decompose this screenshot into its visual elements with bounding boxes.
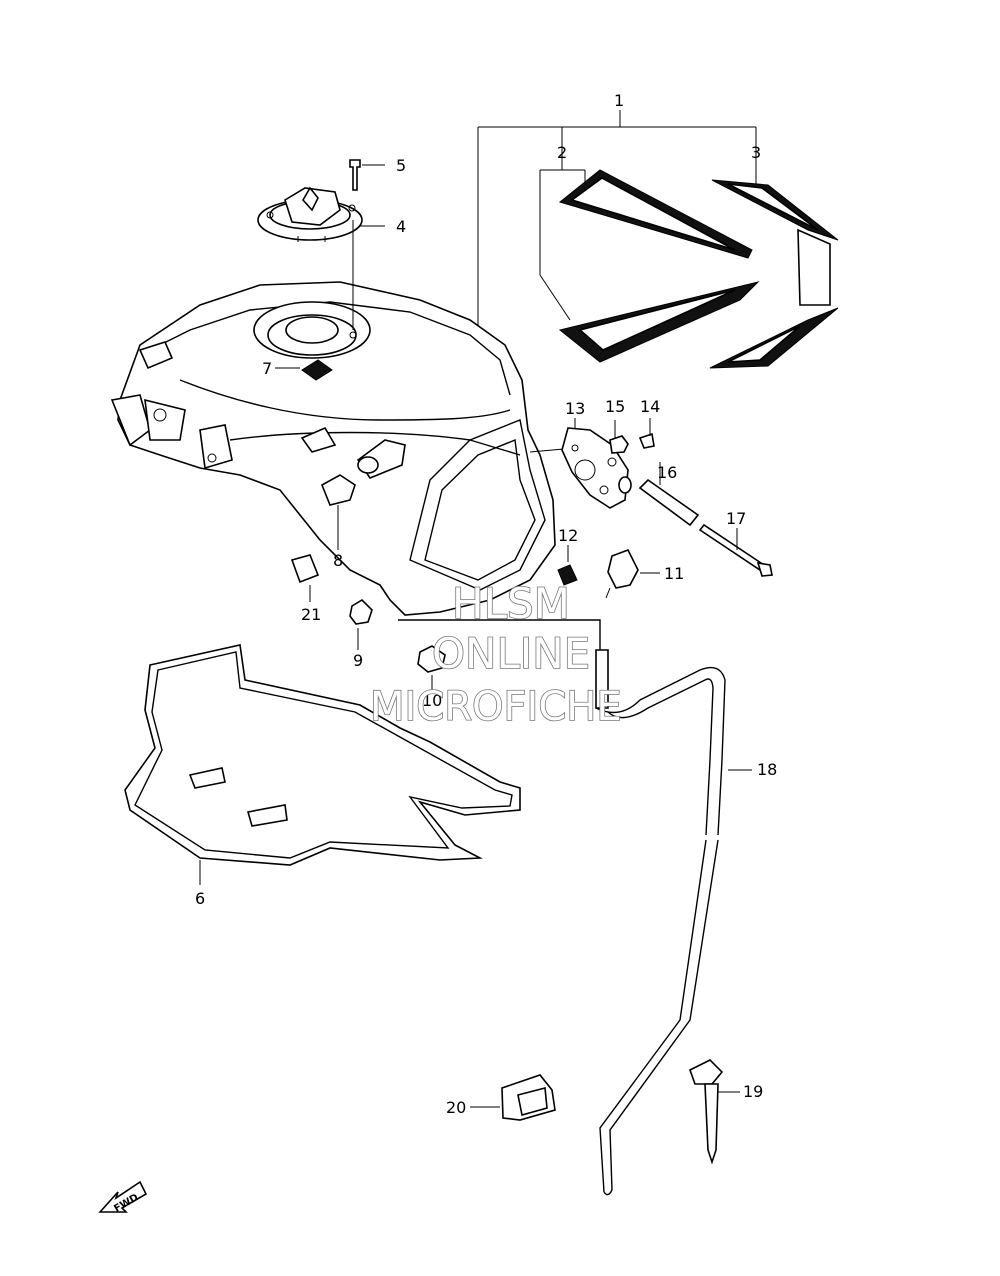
- tape-front-tab: [797, 228, 831, 306]
- part-label-11: 11: [664, 564, 684, 583]
- part-label-6: 6: [195, 889, 205, 908]
- part-label-16: 16: [657, 463, 677, 482]
- watermark: HLSM ONLINE MICROFICHE: [369, 578, 622, 731]
- pad-small-shape: [290, 554, 320, 584]
- clip-shape: [349, 598, 373, 625]
- small-parts: [275, 367, 660, 690]
- part-label-13: 13: [565, 399, 585, 418]
- watermark-line-3: MICROFICHE: [370, 684, 622, 730]
- cable-tie-head: [689, 1059, 724, 1085]
- watermark-line-1: HLSM: [452, 579, 570, 628]
- tank-cushion-outline: [124, 644, 521, 866]
- part-label-17: 17: [726, 509, 746, 528]
- rear-mount-assembly: [529, 418, 773, 577]
- breather-hose: [398, 619, 752, 1196]
- tape-group: [477, 110, 839, 369]
- tape-front-piece: [711, 179, 839, 241]
- part-label-4: 4: [396, 217, 406, 236]
- part-label-15: 15: [605, 397, 625, 416]
- grommet-shape: [417, 645, 446, 673]
- cable-tie: [689, 1059, 740, 1165]
- tank-cushion: [124, 644, 521, 885]
- part-label-18: 18: [757, 760, 777, 779]
- cap-cushion-shape: [301, 359, 333, 381]
- part-label-9: 9: [353, 651, 363, 670]
- part-label-20: 20: [446, 1098, 466, 1117]
- part-label-14: 14: [640, 397, 660, 416]
- part-label-8: 8: [333, 551, 343, 570]
- part-label-10: 10: [422, 691, 442, 710]
- part-label-1: 1: [614, 91, 624, 110]
- fuel-tank: [110, 281, 556, 616]
- tape-front-lower-piece: [709, 307, 839, 369]
- hose-clamp: [470, 1074, 556, 1121]
- rear-cushion-shape: [607, 548, 639, 589]
- part-label-2: 2: [557, 143, 567, 162]
- part-label-5: 5: [396, 156, 406, 175]
- watermark-line-2: ONLINE: [432, 629, 590, 678]
- fuel-tank-outline: [117, 281, 556, 616]
- part-label-21: 21: [301, 605, 321, 624]
- part-label-12: 12: [558, 526, 578, 545]
- pad-shape: [557, 564, 578, 586]
- mounting-bolt-shape: [698, 523, 766, 572]
- fwd-arrow: FWD: [98, 1180, 148, 1215]
- cap-bolt-shape: [349, 159, 361, 191]
- fwd-arrow-icon: [98, 1180, 148, 1213]
- part-label-19: 19: [743, 1082, 763, 1101]
- part-label-3: 3: [751, 143, 761, 162]
- part-label-7: 7: [262, 359, 272, 378]
- fuel-cap-assembly: [257, 159, 385, 339]
- spacer-collar-shape: [638, 478, 700, 527]
- part-labels: 1 2 3 4 5 6 7 8 9 10 11 12 13 14 15 16 1…: [195, 91, 777, 1117]
